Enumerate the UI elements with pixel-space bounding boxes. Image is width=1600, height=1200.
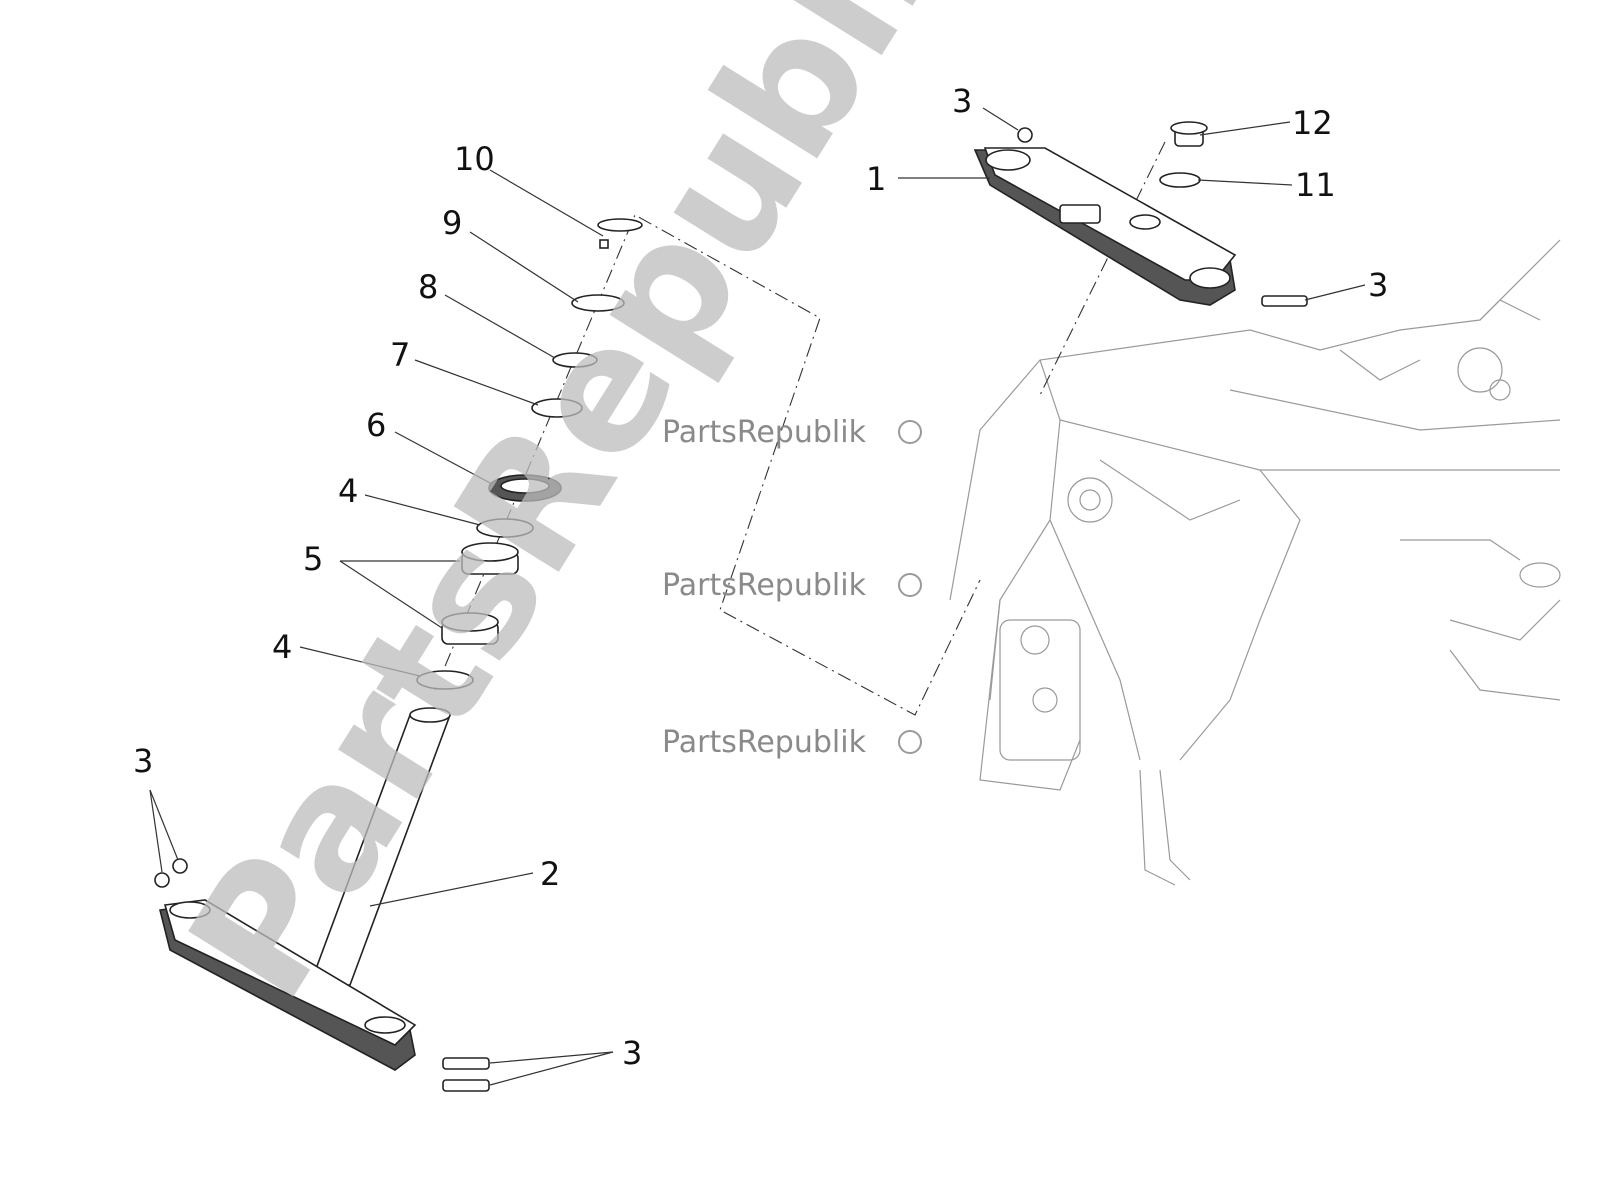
washer-part-11 bbox=[1159, 172, 1201, 188]
bearing-part-5-upper bbox=[461, 542, 519, 575]
ring-part-4-lower bbox=[416, 670, 474, 690]
assembly-axes bbox=[434, 141, 1166, 716]
callout-3-top: 3 bbox=[952, 82, 972, 120]
callout-9: 9 bbox=[442, 204, 462, 242]
callout-4-lower: 4 bbox=[272, 628, 292, 666]
callout-8: 8 bbox=[418, 268, 438, 306]
gear-icon bbox=[898, 420, 922, 444]
callout-12: 12 bbox=[1292, 104, 1333, 142]
ring-part-4-upper bbox=[476, 518, 534, 538]
seal-part-6 bbox=[488, 474, 562, 502]
cap-part-12 bbox=[1170, 121, 1208, 147]
callout-7: 7 bbox=[390, 336, 410, 374]
bolts-part-3-bottom bbox=[442, 1057, 490, 1092]
callout-11: 11 bbox=[1295, 166, 1336, 204]
nut-part-10 bbox=[597, 218, 643, 249]
callout-labels: 1 2 3 3 3 3 4 4 5 6 7 8 9 10 11 12 bbox=[133, 82, 1388, 1072]
motorcycle-frame bbox=[949, 239, 1561, 886]
callout-3-left: 3 bbox=[133, 742, 153, 780]
watermark-small-3: PartsRepublik bbox=[662, 725, 922, 760]
gear-icon bbox=[898, 730, 922, 754]
svg-text:PartsRepublik: PartsRepublik bbox=[152, 0, 1033, 1032]
steering-stem-lower-clamp bbox=[159, 707, 452, 1071]
callout-2: 2 bbox=[540, 855, 560, 893]
watermark-large: PartsRepublik bbox=[152, 0, 1033, 1032]
bearing-part-5-lower bbox=[441, 612, 499, 645]
watermark-small-2: PartsRepublik bbox=[662, 568, 922, 603]
screw-part-3-top bbox=[1017, 127, 1033, 143]
ring-part-7 bbox=[531, 398, 583, 418]
screws-part-3-left bbox=[154, 858, 188, 888]
callout-3-right: 3 bbox=[1368, 266, 1388, 304]
callout-6: 6 bbox=[366, 406, 386, 444]
callout-5: 5 bbox=[303, 540, 323, 578]
watermark-small-1: PartsRepublik bbox=[662, 415, 922, 450]
svg-text:PartsRepublik: PartsRepublik bbox=[662, 725, 867, 760]
callout-3-bottom: 3 bbox=[622, 1034, 642, 1072]
ring-part-8 bbox=[552, 352, 598, 368]
ring-part-9 bbox=[571, 294, 625, 312]
callout-4-upper: 4 bbox=[338, 472, 358, 510]
leader-lines bbox=[149, 107, 1366, 1086]
gear-icon bbox=[898, 573, 922, 597]
upper-triple-clamp bbox=[973, 147, 1237, 306]
svg-text:PartsRepublik: PartsRepublik bbox=[662, 568, 867, 603]
svg-text:PartsRepublik: PartsRepublik bbox=[662, 415, 867, 450]
bolt-part-3-right bbox=[1261, 295, 1308, 307]
callout-1: 1 bbox=[866, 160, 886, 198]
callout-10: 10 bbox=[454, 140, 495, 178]
